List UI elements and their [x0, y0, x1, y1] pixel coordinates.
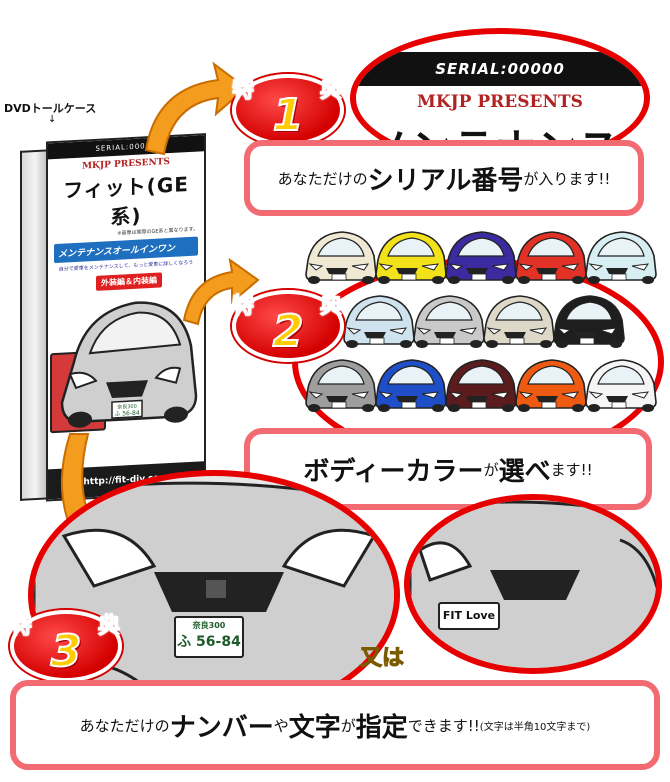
badge-1-left: 特 [231, 78, 255, 104]
box1-post: が入ります!! [523, 169, 611, 188]
badge-1-number: 1 [272, 89, 305, 142]
badge-2: 特 典 2 [231, 290, 344, 362]
box2-mid: が [483, 460, 499, 479]
badge-1-right: 典 [319, 78, 342, 104]
badge-3: 特 典 3 [9, 610, 122, 682]
color-car-10 [305, 359, 377, 412]
arrow-2-icon [182, 258, 260, 326]
badge-2-right: 典 [319, 294, 342, 320]
color-car-13 [515, 359, 587, 412]
or-label: 又は [359, 646, 405, 672]
box3-big1: ナンバー [169, 712, 274, 743]
plate-standard-bottom: ふ 56-84 [177, 634, 241, 650]
color-car-7 [413, 295, 485, 348]
dvd-title: フィット(GE系) [63, 171, 189, 230]
color-caption-box: ボディーカラー が 選べ ます!! [244, 428, 652, 510]
box3-post: できます!! [407, 716, 480, 735]
color-car-1 [305, 231, 377, 284]
box3-mid2: が [340, 716, 356, 735]
box2-big: ボディーカラー [303, 456, 484, 487]
color-car-11 [375, 359, 447, 412]
box3-big2: 文字 [288, 712, 341, 743]
badge-2-number: 2 [272, 305, 305, 358]
custom-plate-preview: FIT Love [404, 494, 662, 674]
box3-big3: 指定 [355, 712, 408, 743]
dvd-case-caption: DVDトールケース [4, 102, 97, 115]
serial-preview-presents: MKJP PRESENTS [417, 92, 583, 112]
serial-preview-number: SERIAL:00000 [356, 52, 644, 86]
serial-caption-box: あなただけの シリアル番号 が入ります!! [244, 140, 644, 216]
plate-caption-box: あなただけの ナンバー や 文字 が 指定 できます!! (文字は半角10文字ま… [10, 680, 660, 770]
color-car-14 [585, 359, 657, 412]
badge-2-left: 特 [231, 294, 255, 320]
badge-3-left: 特 [9, 614, 33, 640]
dvd-plate-bottom: ふ 56-84 [114, 410, 140, 418]
color-car-5 [585, 231, 657, 284]
plate-standard: 奈良300 ふ 56-84 [174, 616, 244, 658]
car-front-closeup-alt [410, 500, 656, 668]
dvd-plate-top: 奈良300 [117, 403, 137, 411]
box3-pre: あなただけの [79, 716, 170, 735]
box2-big2: 選べ [498, 456, 551, 487]
car-illustration: 奈良300 ふ 56-84 [60, 301, 198, 428]
color-car-9 [553, 295, 625, 348]
plate-custom: FIT Love [438, 602, 500, 630]
color-car-12 [445, 359, 517, 412]
box2-post: ます!! [550, 460, 593, 479]
box3-note: (文字は半角10文字まで) [479, 721, 591, 733]
badge-1: 特 典 1 [231, 74, 344, 146]
color-car-6 [343, 295, 415, 348]
color-car-8 [483, 295, 555, 348]
down-arrow-icon: ↓ [48, 114, 57, 125]
badge-3-number: 3 [50, 625, 83, 678]
color-car-2 [375, 231, 447, 284]
badge-3-right: 典 [97, 614, 120, 640]
dvd-cover: SERIAL:00000 MKJP PRESENTS フィット(GE系) ※画像… [46, 133, 206, 502]
box3-mid1: や [273, 716, 289, 735]
dvd-case-image: SERIAL:00000 MKJP PRESENTS フィット(GE系) ※画像… [20, 133, 206, 503]
color-car-4 [515, 231, 587, 284]
plate-standard-top: 奈良300 [192, 621, 226, 630]
box1-big: シリアル番号 [367, 165, 524, 196]
color-car-3 [445, 231, 517, 284]
box1-pre: あなただけの [277, 169, 368, 188]
